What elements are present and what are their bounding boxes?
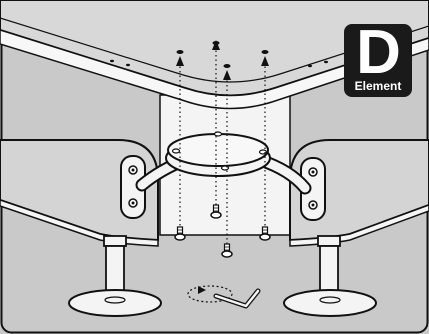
center-plate <box>166 132 270 176</box>
brand-label: Element <box>344 79 412 93</box>
step-letter: D <box>344 21 412 85</box>
step-badge: D Element <box>344 24 412 97</box>
